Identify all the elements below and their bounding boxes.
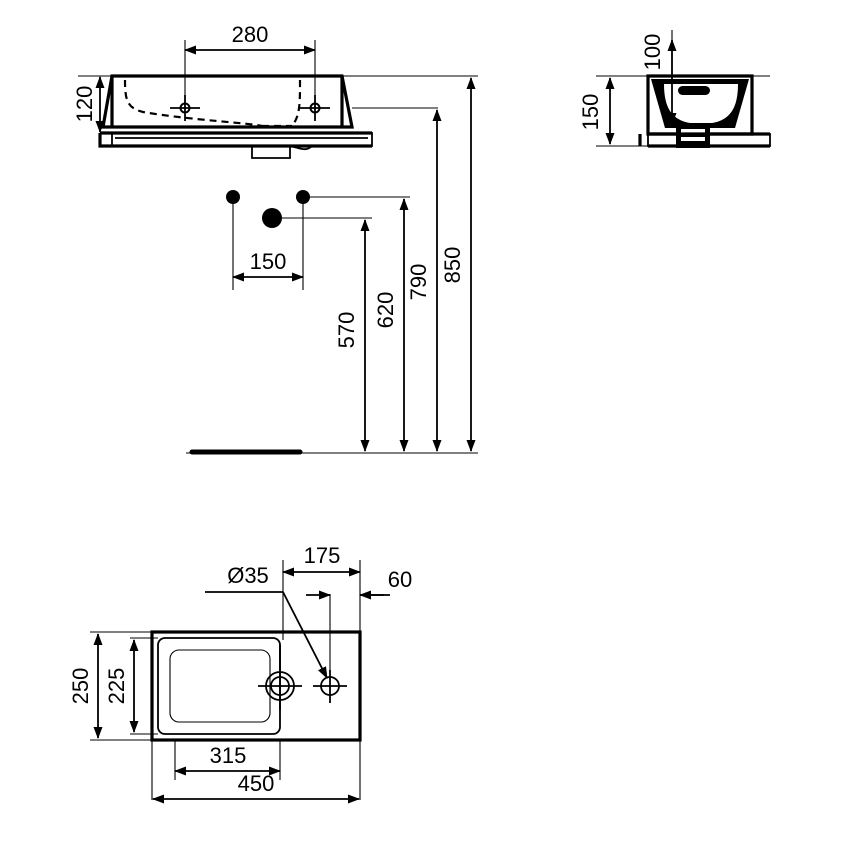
overflow-slot-icon — [678, 86, 710, 95]
dimension-150-supply-label: 150 — [250, 249, 287, 274]
dimension-100: 100 — [640, 30, 677, 125]
dimension-250-label: 250 — [68, 668, 93, 705]
dimension-dia35: Ø35 — [205, 563, 328, 679]
dimension-175: 175 — [282, 543, 361, 577]
dimension-175-label: 175 — [304, 543, 341, 568]
dimension-570-label: 570 — [334, 312, 359, 349]
installation-heights-view: 150 570 620 790 850 — [186, 75, 478, 455]
dimension-60: 60 — [306, 567, 412, 600]
dimension-450: 450 — [152, 771, 360, 804]
dimension-315: 315 — [174, 743, 281, 776]
dimension-150-side: 150 — [578, 75, 648, 147]
plan-view: 175 60 Ø35 250 22 — [68, 543, 412, 804]
dimension-790: 790 — [406, 109, 442, 452]
dimension-315-label: 315 — [210, 743, 247, 768]
dimension-450-label: 450 — [238, 771, 275, 796]
dimension-dia35-label: Ø35 — [227, 563, 269, 588]
dimension-620-label: 620 — [373, 292, 398, 329]
dimension-120-label: 120 — [72, 86, 97, 123]
dimension-225-label: 225 — [104, 668, 129, 705]
dimension-120: 120 — [72, 76, 105, 133]
basin-body-outline — [101, 74, 354, 129]
side-mounting-plinth — [638, 132, 771, 148]
side-waste-trap — [676, 124, 710, 148]
dimension-280-label: 280 — [232, 22, 269, 47]
dimension-250: 250 — [68, 633, 103, 739]
dimension-60-label: 60 — [388, 567, 412, 592]
dimension-570: 570 — [334, 219, 370, 452]
dimension-150-supply: 150 — [232, 249, 304, 282]
dimension-850: 850 — [440, 77, 476, 452]
dimension-225: 225 — [104, 639, 139, 733]
dimension-280: 280 — [184, 22, 316, 110]
bowl-hidden-right-profile — [291, 79, 302, 127]
dimension-620: 620 — [373, 198, 409, 452]
dimension-850-label: 850 — [440, 247, 465, 284]
front-elevation-view: 280 120 — [72, 22, 478, 159]
dimension-150-side-label: 150 — [578, 94, 603, 131]
bowl-hidden-left-profile — [123, 79, 263, 128]
side-elevation-view: 150 100 — [578, 30, 771, 148]
plan-taphole — [313, 670, 347, 703]
plan-drain — [258, 645, 302, 710]
dimension-790-label: 790 — [406, 264, 431, 301]
mounting-plinth — [98, 131, 373, 159]
dimension-100-label: 100 — [640, 34, 665, 71]
